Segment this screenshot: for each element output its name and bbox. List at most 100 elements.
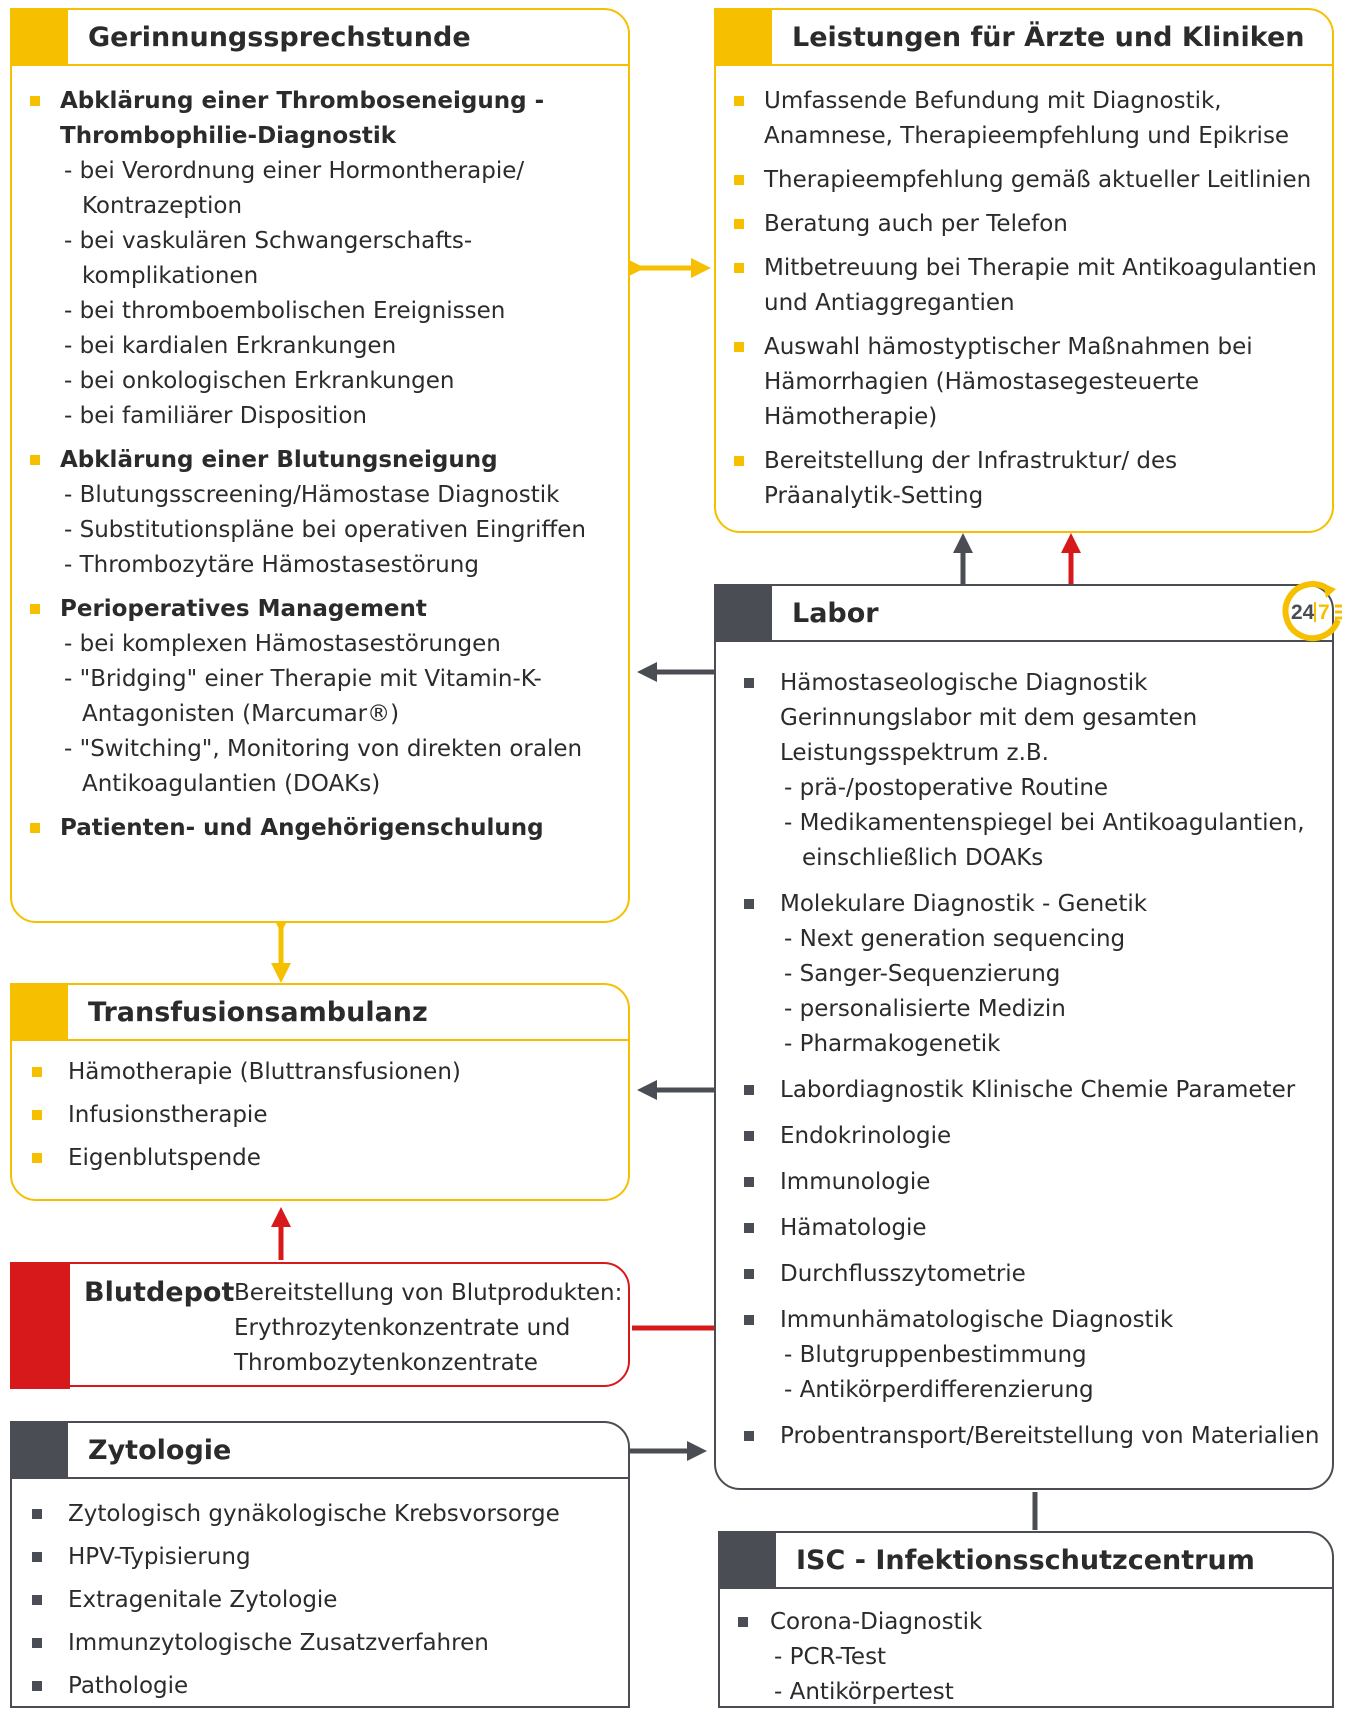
list-item: Abklärung einer Blutungsneigung - Blutung… (26, 443, 616, 583)
clock-icon: 24 7 (1282, 581, 1342, 642)
isc-list: Corona-Diagnostik- PCR-Test- Antikörpert… (734, 1605, 1324, 1710)
sub-item: - Blutungsscreening/Hämostase Diagnostik (64, 482, 560, 508)
sub-item: - Substitutionspläne bei operativen Eing… (64, 517, 586, 543)
blutdepot-text: Bereitstellung von Blutprodukten: Erythr… (234, 1280, 623, 1376)
bullet-icon (734, 456, 744, 466)
bullet-icon (744, 1269, 754, 1279)
item-label: Eigenblutspende (68, 1145, 261, 1171)
labor-list: Hämostaseologische Diagnostik Gerinnungs… (740, 666, 1320, 1465)
item-label: Probentransport/Bereitstellung von Mater… (780, 1423, 1320, 1449)
bullet-icon (32, 1552, 42, 1562)
blutdepot-box: Blutdepot Bereitstellung von Blutprodukt… (10, 1262, 630, 1389)
item-label: Molekulare Diagnostik - Genetik (780, 891, 1148, 917)
list-item: Bereitstellung der Infrastruktur/ des Pr… (730, 444, 1320, 514)
leistungen-tab (714, 8, 772, 66)
list-item: Eigenblutspende (26, 1141, 616, 1176)
zytologie-title: Zytologie (88, 1435, 232, 1466)
bullet-icon (744, 1177, 754, 1187)
sub-item: - Next generation sequencing (784, 926, 1126, 952)
sub-item: - bei komplexen Hämostasestörungen (64, 631, 501, 657)
item-label: Immunhämatologische Diagnostik (780, 1307, 1174, 1333)
badge-24: 24 (1291, 601, 1315, 624)
bullet-icon (32, 1638, 42, 1648)
sub-item: - bei onkologischen Erkrankungen (64, 368, 455, 394)
bullet-icon (738, 1617, 748, 1627)
item-label: Immunzytologische Zusatzverfahren (68, 1630, 489, 1656)
bullet-icon (32, 1681, 42, 1691)
item-label: Mitbetreuung bei Therapie mit Antikoagul… (764, 255, 1317, 316)
sub-item: - PCR-Test (774, 1644, 887, 1670)
list-item: Zytologisch gynäkologische Krebsvorsorge (26, 1497, 616, 1532)
item-label: Zytologisch gynäkologische Krebsvorsorge (68, 1501, 560, 1527)
list-item: Endokrinologie (740, 1119, 1320, 1154)
sub-item: - Sanger-Sequenzierung (784, 961, 1061, 987)
transfusion-box: Transfusionsambulanz Hämotherapie (Blutt… (10, 983, 630, 1201)
item-label: Immunologie (780, 1169, 931, 1195)
labor-box: Labor Hämostaseologische Diagnostik Geri… (714, 584, 1334, 1490)
labor-title: Labor (792, 598, 879, 629)
item-label: Hämotherapie (Bluttransfusionen) (68, 1059, 461, 1085)
gerinnung-box: Gerinnungssprechstunde Abklärung einer T… (10, 8, 630, 923)
list-item: Corona-Diagnostik- PCR-Test- Antikörpert… (734, 1605, 1324, 1710)
bullet-icon (744, 1315, 754, 1325)
item-label: Endokrinologie (780, 1123, 952, 1149)
sub-item: - bei kardialen Erkrankungen (64, 333, 397, 359)
item-label: Infusionstherapie (68, 1102, 268, 1128)
bullet-icon (32, 1067, 42, 1077)
isc-title: ISC - Infektionsschutzcentrum (796, 1545, 1255, 1576)
sub-item: - Pharmakogenetik (784, 1031, 1001, 1057)
sub-item: - bei familiärer Disposition (64, 403, 367, 429)
list-item: Perioperatives Management- bei komplexen… (26, 592, 616, 802)
sub-item: - Thrombozytäre Hämostasestörung (64, 552, 479, 578)
item-label: Hämatologie (780, 1215, 927, 1241)
gerinnung-list: Abklärung einer Thromboseneigung - Throm… (26, 84, 616, 855)
list-item: Immunologie (740, 1165, 1320, 1200)
sub-item: - bei thromboembolischen Ereignissen (64, 298, 506, 324)
blutdepot-tab (10, 1262, 70, 1389)
transfusion-tab (10, 983, 68, 1041)
list-item: Hämotherapie (Bluttransfusionen) (26, 1055, 616, 1090)
leistungen-box: Leistungen für Ärzte und Kliniken Umfass… (714, 8, 1334, 533)
list-item: HPV-Typisierung (26, 1540, 616, 1575)
item-label: Abklärung einer Blutungsneigung (60, 447, 498, 473)
bullet-icon (734, 219, 744, 229)
transfusion-list: Hämotherapie (Bluttransfusionen) Infusion… (26, 1055, 616, 1184)
list-item: Extragenitale Zytologie (26, 1583, 616, 1618)
list-item: Mitbetreuung bei Therapie mit Antikoagul… (730, 251, 1320, 321)
item-label: Therapieempfehlung gemäß aktueller Leitl… (764, 167, 1312, 193)
list-item: Auswahl hämostyptischer Maßnahmen bei Hä… (730, 330, 1320, 435)
list-item: Patienten- und Angehörigenschulung (26, 811, 616, 846)
bullet-icon (32, 1153, 42, 1163)
bullet-icon (744, 678, 754, 688)
bullet-icon (30, 455, 40, 465)
list-item: Molekulare Diagnostik - Genetik - Next ge… (740, 887, 1320, 1062)
item-label: Beratung auch per Telefon (764, 211, 1068, 237)
zytologie-box: Zytologie Zytologisch gynäkologische Kre… (10, 1421, 630, 1708)
sub-item: - "Switching", Monitoring von direkten o… (64, 736, 583, 797)
list-item: Umfassende Befundung mit Diagnostik, Ana… (730, 84, 1320, 154)
list-item: Immunzytologische Zusatzverfahren (26, 1626, 616, 1661)
item-label: Bereitstellung der Infrastruktur/ des Pr… (764, 448, 1178, 509)
gerinnung-title: Gerinnungssprechstunde (88, 22, 471, 53)
list-item: Labordiagnostik Klinische Chemie Paramet… (740, 1073, 1320, 1108)
gerinnung-tab (10, 8, 68, 66)
list-item: Therapieempfehlung gemäß aktueller Leitl… (730, 163, 1320, 198)
sub-item: - Antikörperdifferenzierung (784, 1377, 1094, 1403)
list-item: Pathologie (26, 1669, 616, 1704)
list-item: Durchflusszytometrie (740, 1257, 1320, 1292)
bullet-icon (30, 96, 40, 106)
sub-item: - Blutgruppenbestimmung (784, 1342, 1087, 1368)
list-item: Hämostaseologische Diagnostik Gerinnungs… (740, 666, 1320, 876)
item-label: Abklärung einer Thromboseneigung - Throm… (60, 88, 545, 149)
bullet-icon (734, 175, 744, 185)
blutdepot-title: Blutdepot (84, 1277, 235, 1308)
badge-7: 7 (1318, 601, 1330, 624)
sub-item: - prä-/postoperative Routine (784, 775, 1109, 801)
leistungen-title: Leistungen für Ärzte und Kliniken (792, 22, 1305, 53)
bullet-icon (744, 1431, 754, 1441)
bullet-icon (744, 1223, 754, 1233)
24-7-badge: 24 7 (1282, 580, 1344, 642)
transfusion-title: Transfusionsambulanz (88, 997, 428, 1028)
leistungen-list: Umfassende Befundung mit Diagnostik, Ana… (730, 84, 1320, 523)
